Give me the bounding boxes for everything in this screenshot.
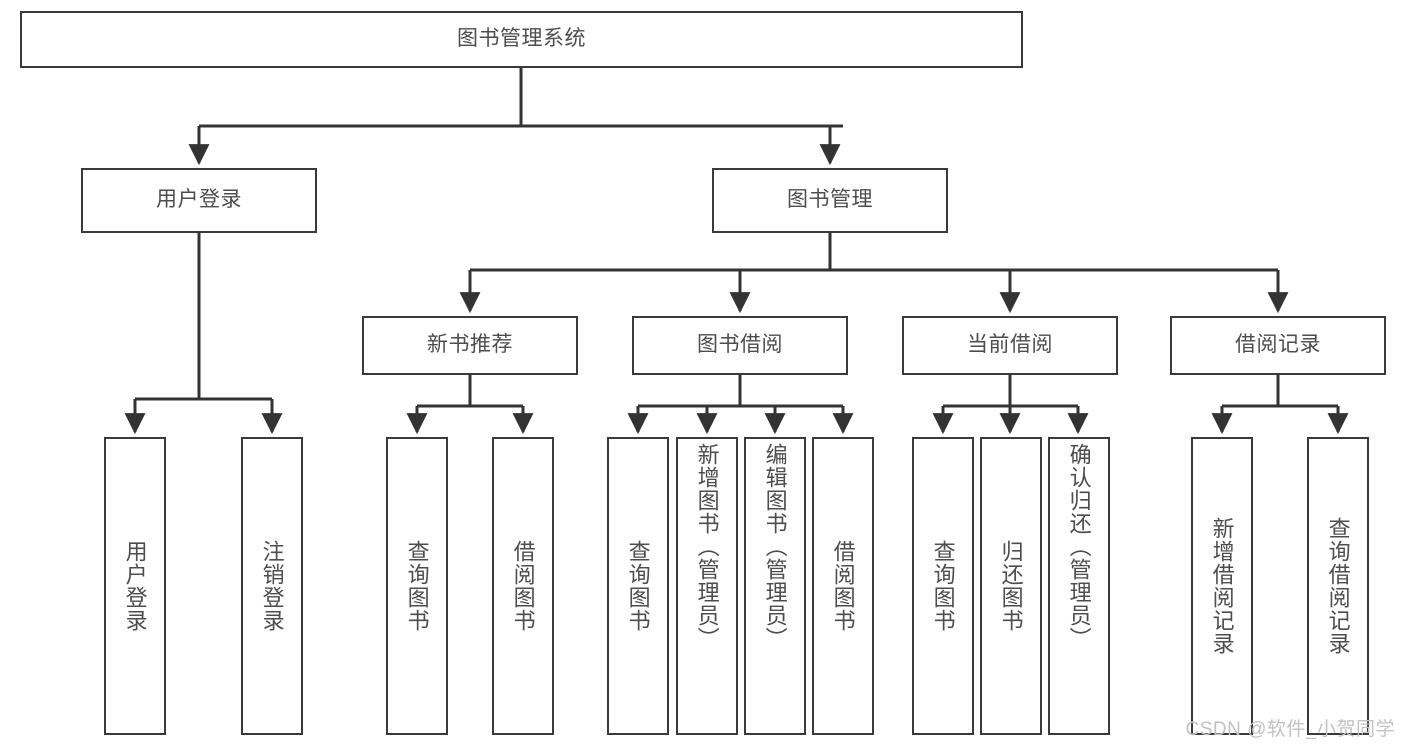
leaf-logout[interactable]: 注销登录 — [241, 437, 303, 735]
leaf-add-book-admin[interactable]: 新增图书（管理员） — [676, 437, 738, 735]
node-label: 编辑图书（管理员） — [762, 443, 788, 650]
node-current-borrow[interactable]: 当前借阅 — [902, 316, 1118, 375]
leaf-edit-book-admin[interactable]: 编辑图书（管理员） — [744, 437, 806, 735]
node-label: 查询图书 — [930, 540, 956, 632]
leaf-query-book-recommend[interactable]: 查询图书 — [386, 437, 448, 735]
node-user-login[interactable]: 用户登录 — [81, 168, 317, 233]
node-label: 查询图书 — [404, 540, 430, 632]
leaf-borrow-book[interactable]: 借阅图书 — [812, 437, 874, 735]
node-label: 用户登录 — [122, 540, 148, 632]
node-label: 归还图书 — [998, 540, 1024, 632]
node-label: 查询借阅记录 — [1325, 517, 1351, 655]
leaf-return-book[interactable]: 归还图书 — [980, 437, 1042, 735]
node-new-book-recommend[interactable]: 新书推荐 — [362, 316, 578, 375]
node-book-management[interactable]: 图书管理 — [712, 168, 948, 233]
leaf-query-book-current[interactable]: 查询图书 — [912, 437, 974, 735]
node-label: 用户登录 — [156, 188, 242, 212]
node-label: 图书管理 — [787, 188, 873, 212]
node-label: 新增图书（管理员） — [694, 443, 720, 650]
node-label: 当前借阅 — [967, 333, 1053, 357]
node-label: 新增借阅记录 — [1209, 517, 1235, 655]
node-label: 图书借阅 — [697, 333, 783, 357]
leaf-query-borrow-record[interactable]: 查询借阅记录 — [1307, 437, 1369, 735]
leaf-query-book-borrow[interactable]: 查询图书 — [607, 437, 669, 735]
leaf-confirm-return-admin[interactable]: 确认归还（管理员） — [1048, 437, 1110, 735]
node-book-borrow[interactable]: 图书借阅 — [632, 316, 848, 375]
node-label: 确认归还（管理员） — [1066, 443, 1092, 650]
node-label: 新书推荐 — [427, 333, 513, 357]
node-label: 查询图书 — [625, 540, 651, 632]
leaf-add-borrow-record[interactable]: 新增借阅记录 — [1191, 437, 1253, 735]
leaf-user-login[interactable]: 用户登录 — [104, 437, 166, 735]
leaf-borrow-book-recommend[interactable]: 借阅图书 — [492, 437, 554, 735]
node-label: 注销登录 — [259, 540, 285, 632]
node-label: 借阅图书 — [510, 540, 536, 632]
node-label: 借阅图书 — [830, 540, 856, 632]
node-borrow-record[interactable]: 借阅记录 — [1170, 316, 1386, 375]
node-label: 借阅记录 — [1235, 333, 1321, 357]
node-root-book-management-system[interactable]: 图书管理系统 — [20, 11, 1023, 68]
watermark-text: CSDN @软件_小贺同学 — [1185, 719, 1395, 740]
node-label: 图书管理系统 — [457, 27, 586, 51]
